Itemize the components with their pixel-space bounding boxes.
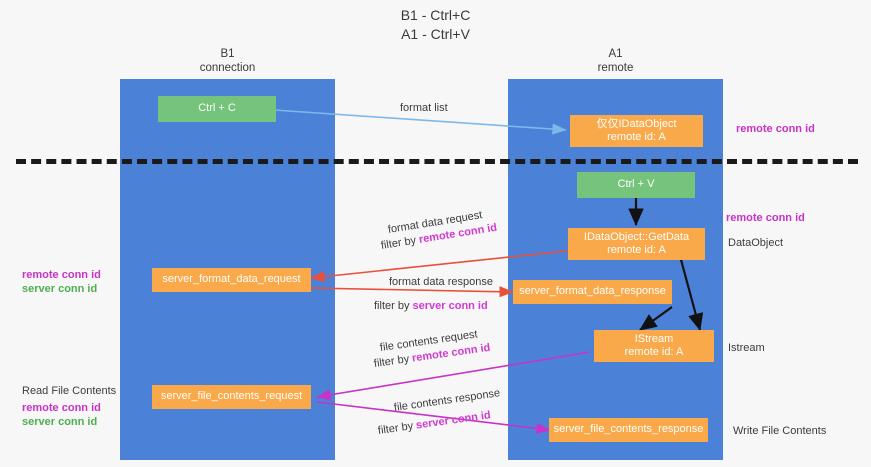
- annotation-right-remote-conn-id-mid: remote conn id: [726, 211, 805, 225]
- filter-prefix: filter by: [374, 300, 413, 312]
- node-idataobject-getdata[interactable]: IDataObject::GetData remote id: A: [568, 228, 705, 260]
- annotation-text: DataObject: [728, 237, 784, 249]
- node-idataobject[interactable]: 仅仅IDataObject remote id: A: [570, 115, 703, 147]
- annotation-text-remote: remote conn id: [22, 402, 101, 414]
- node-server-file-contents-response[interactable]: server_file_contents_response: [549, 418, 708, 442]
- node-getdata-line2: remote id: A: [607, 244, 666, 256]
- annotation-right-write-file-contents: Write File Contents: [733, 424, 826, 438]
- annotation-text: remote conn id: [736, 123, 815, 135]
- label-format-list: format list: [400, 102, 448, 114]
- node-ctrl-v[interactable]: Ctrl + V: [577, 172, 695, 198]
- filter-prefix: filter by: [380, 234, 420, 252]
- annotation-text: remote conn id: [726, 212, 805, 224]
- node-istream[interactable]: IStream remote id: A: [594, 330, 714, 362]
- node-server-file-contents-request[interactable]: server_file_contents_request: [152, 385, 311, 409]
- annotation-right-remote-conn-id-top: remote conn id: [736, 122, 815, 136]
- section-divider: [16, 159, 858, 164]
- node-istream-line1: IStream: [634, 332, 674, 345]
- node-server-format-data-response[interactable]: server_format_data_response: [513, 280, 672, 304]
- label-format-data-response: format data response: [389, 276, 493, 288]
- annotation-text-remote: remote conn id: [22, 269, 101, 281]
- annotation-text: Read File Contents: [22, 385, 117, 397]
- swimlane-a1-title-line1: A1: [608, 48, 623, 60]
- filter-prefix: filter by: [377, 419, 417, 437]
- annotation-text: Istream: [728, 342, 765, 354]
- annotation-text-server: server conn id: [22, 416, 98, 428]
- diagram-title-line2: A1 - Ctrl+V: [401, 26, 470, 42]
- filter-key-server-conn-id: server conn id: [415, 409, 492, 432]
- label-format-data-response-filter: filter by server conn id: [374, 299, 488, 313]
- annotation-left-conn-ids-top: remote conn id server conn id: [22, 268, 101, 296]
- node-ctrl-c[interactable]: Ctrl + C: [158, 96, 276, 122]
- node-istream-line2: remote id: A: [624, 346, 684, 358]
- node-idataobject-line1: 仅仅IDataObject: [596, 117, 677, 130]
- swimlane-a1-title-line2: remote: [597, 62, 634, 74]
- annotation-right-dataobject: DataObject: [728, 236, 783, 250]
- swimlane-b1-title-line2: connection: [199, 62, 256, 74]
- filter-prefix: filter by: [373, 352, 413, 370]
- node-idataobject-line2: remote id: A: [607, 131, 666, 143]
- annotation-left-read-file-contents: Read File Contents: [22, 384, 116, 398]
- swimlane-b1-title-line1: B1: [220, 48, 235, 60]
- annotation-right-istream: Istream: [728, 341, 765, 355]
- node-getdata-line1: IDataObject::GetData: [583, 230, 690, 243]
- annotation-text: Write File Contents: [733, 425, 827, 437]
- filter-key-server-conn-id: server conn id: [412, 300, 488, 312]
- diagram-title-line1: B1 - Ctrl+C: [400, 7, 471, 23]
- annotation-left-conn-ids-bottom: remote conn id server conn id: [22, 401, 101, 429]
- annotation-text-server: server conn id: [22, 283, 98, 295]
- node-server-format-data-request[interactable]: server_format_data_request: [152, 268, 311, 292]
